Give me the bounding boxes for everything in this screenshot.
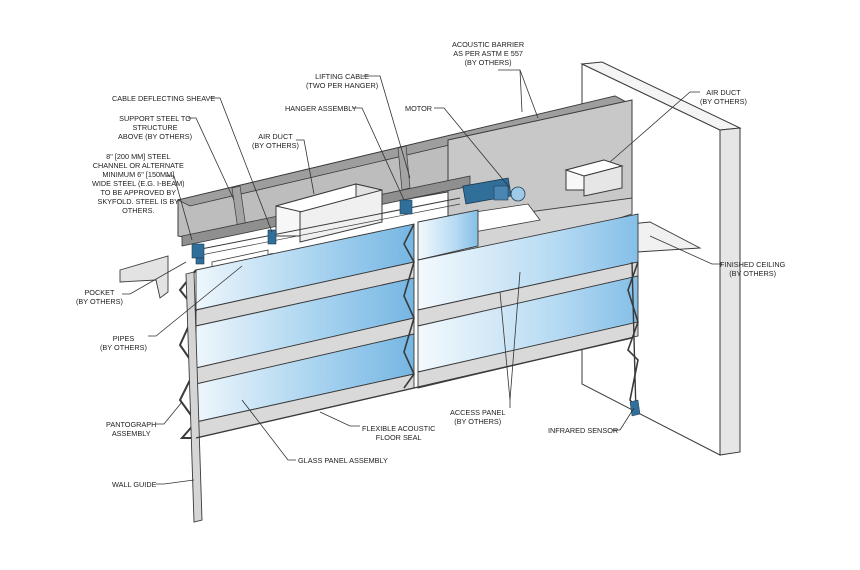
label-pipes: PIPES (BY OTHERS) — [100, 334, 147, 352]
leader-support-steel — [188, 117, 235, 201]
hanger-track-2 — [195, 203, 461, 257]
label-cable-deflecting-sheave: CABLE DEFLECTING SHEAVE — [112, 94, 216, 103]
leader-cable-sheave — [210, 97, 273, 233]
glass-panels-left — [195, 223, 415, 439]
wall-guide-rail — [185, 271, 203, 523]
leader-infrared-sensor — [612, 407, 635, 431]
leader-steel-channel — [166, 175, 193, 241]
label-glass-panel-assembly: GLASS PANEL ASSEMBLY — [298, 456, 388, 465]
pantograph-zigzag-right — [627, 261, 639, 411]
label-lifting-cable: LIFTING CABLE (TWO PER HANGER) — [306, 72, 379, 90]
label-acoustic-barrier: ACOUSTIC BARRIER AS PER ASTM E 557 (BY O… — [452, 40, 525, 67]
leader-air-duct-right — [609, 91, 700, 163]
label-motor: MOTOR — [405, 104, 433, 113]
leader-pocket — [122, 261, 187, 295]
label-infrared-sensor: INFRARED SENSOR — [548, 426, 619, 435]
label-flexible-acoustic-floor-seal: FLEXIBLE ACOUSTIC FLOOR SEAL — [362, 424, 436, 442]
label-pocket: POCKET (BY OTHERS) — [76, 288, 123, 306]
right-edge-post — [631, 261, 637, 415]
leader-pantograph — [156, 401, 183, 425]
leader-lifting-cable — [362, 75, 411, 179]
wall-side — [719, 127, 741, 456]
label-pantograph-assembly: PANTOGRAPH ASSEMBLY — [106, 420, 157, 438]
leader-pipes — [148, 265, 243, 337]
label-finished-ceiling: FINISHED CEILING (BY OTHERS) — [720, 260, 786, 278]
leader-finished-ceiling — [649, 235, 722, 265]
leader-glass-panel — [241, 399, 296, 461]
label-wall-guide: WALL GUIDE — [112, 480, 157, 489]
label-support-steel: SUPPORT STEEL TO STRUCTURE ABOVE (BY OTH… — [118, 114, 193, 141]
label-steel-channel-note: 8" [200 mm] STEEL CHANNEL OR ALTERNATE M… — [92, 152, 185, 215]
support-steel-post-2 — [397, 145, 411, 191]
infrared-sensor — [629, 399, 641, 417]
motor — [462, 177, 526, 205]
leader-acoustic-barrier — [498, 69, 539, 119]
leader-hanger-assembly — [352, 107, 405, 201]
floor-seal — [195, 337, 633, 439]
label-air-duct-right: AIR DUCT (BY OTHERS) — [700, 88, 747, 106]
pantograph-zigzag-mid — [403, 223, 415, 389]
label-access-panel: ACCESS PANEL (BY OTHERS) — [450, 408, 506, 426]
leader-air-duct-left — [296, 139, 315, 195]
air-duct-left-end — [299, 189, 383, 243]
leader-floor-seal — [319, 411, 360, 427]
air-duct-right-side — [583, 165, 623, 197]
leader-motor — [434, 107, 511, 189]
leader-acoustic-barrier-2 — [519, 69, 523, 113]
hanger-track-1 — [195, 197, 461, 251]
hanger-hardware — [191, 199, 413, 265]
glass-panels-right — [417, 209, 639, 389]
label-air-duct-left: AIR DUCT (BY OTHERS) — [252, 132, 299, 150]
label-hanger-assembly: HANGER ASSEMBLY — [285, 104, 357, 113]
ceiling-pocket-plate — [119, 255, 169, 299]
leader-wall-guide — [156, 479, 195, 485]
leader-access-panel-2 — [509, 271, 521, 401]
